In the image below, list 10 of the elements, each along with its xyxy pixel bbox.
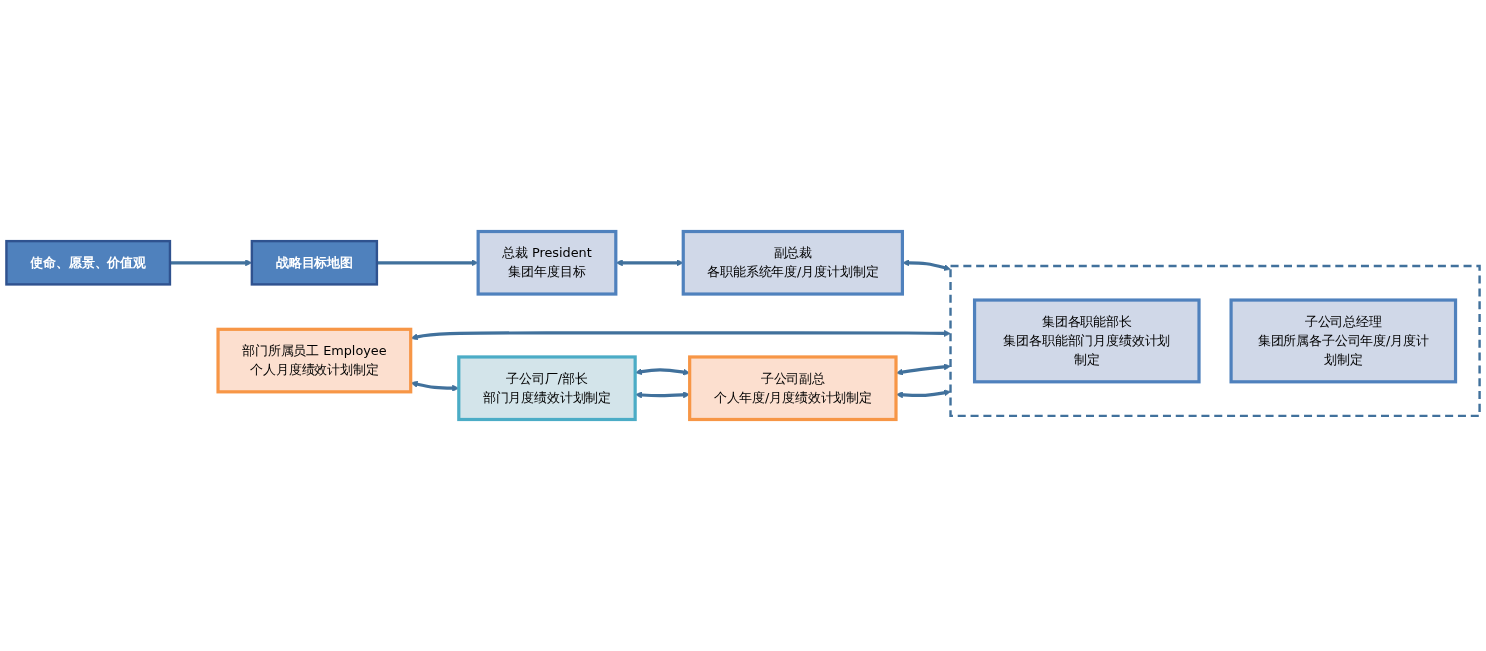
node-box: 子公司总经理 集团所属各子公司年度/月度计划制定 xyxy=(1229,298,1458,384)
node-box: 使命、愿景、价值观 xyxy=(5,239,172,286)
node-box: 部门所属员工 Employee 个人月度绩效计划制定 xyxy=(216,327,413,394)
node-box: 子公司厂/部长 部门月度绩效计划制定 xyxy=(457,355,637,422)
node-box: 集团各职能部长 集团各职能部门月度绩效计划制定 xyxy=(972,298,1201,384)
node-box: 副总裁 各职能系统年度/月度计划制定 xyxy=(681,229,904,296)
node-box: 总裁 President 集团年度目标 xyxy=(476,229,618,296)
node-box: 战略目标地图 xyxy=(250,239,379,286)
cluster xyxy=(949,264,1481,418)
node-box: 子公司副总 个人年度/月度绩效计划制定 xyxy=(688,355,898,422)
